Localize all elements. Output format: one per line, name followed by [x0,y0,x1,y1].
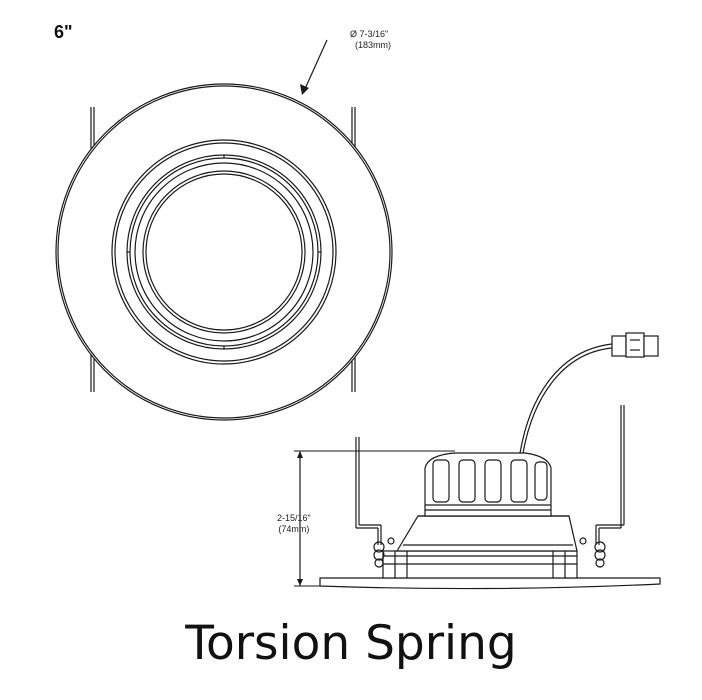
height-metric: (74mm) [278,524,310,534]
connector [611,335,627,357]
size-label: 6" [54,22,73,42]
side-spring-right [594,405,625,568]
height-imperial: 2-15/16" [277,513,311,523]
power-wire [519,343,613,454]
height-dimension-label: 2-15/16" (74mm) [277,513,311,535]
diameter-imperial: Ø 7-3/16" [350,29,389,39]
caption: Torsion Spring [185,616,517,671]
lens [145,173,303,331]
diameter-dimension-label: Ø 7-3/16" (183mm) [350,29,391,51]
driver-housing [424,452,552,517]
top-view [55,39,393,421]
trim-flange [55,83,393,421]
side-spring-left [355,437,385,568]
side-view [294,332,661,590]
diameter-leader [303,39,328,92]
diameter-metric: (183mm) [355,40,392,50]
trim-ring [111,139,337,365]
side-trim-flange [319,577,661,590]
reflector-cone [395,515,578,552]
